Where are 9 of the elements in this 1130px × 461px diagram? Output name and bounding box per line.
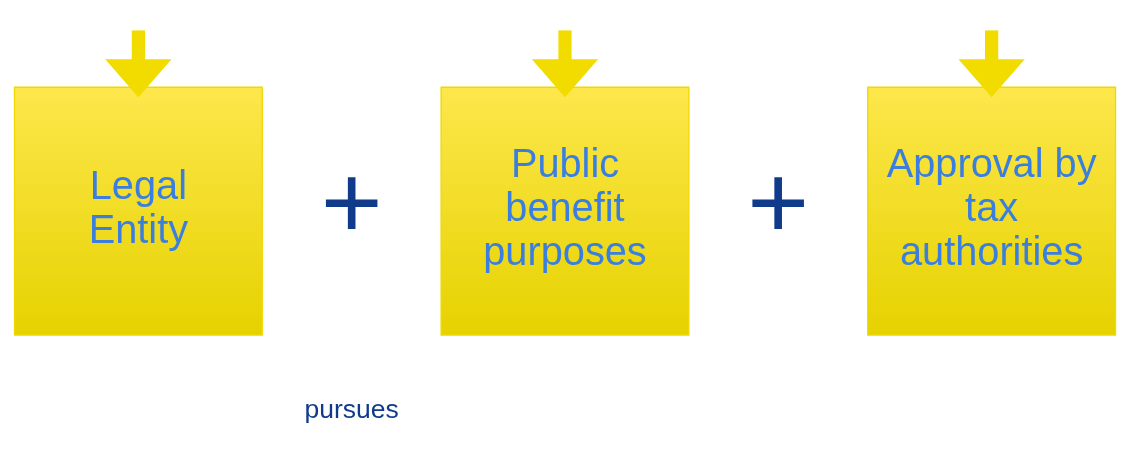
- node-box: Approval by tax authorities: [867, 86, 1117, 336]
- label: +: [320, 141, 383, 260]
- label: +: [747, 141, 810, 260]
- label: pursues: [304, 394, 399, 425]
- arrow: [105, 30, 172, 98]
- node-box: Legal Entity: [13, 86, 263, 336]
- node-box: Public benefit purposes: [440, 86, 690, 336]
- arrow: [958, 30, 1025, 98]
- arrow: [531, 30, 599, 98]
